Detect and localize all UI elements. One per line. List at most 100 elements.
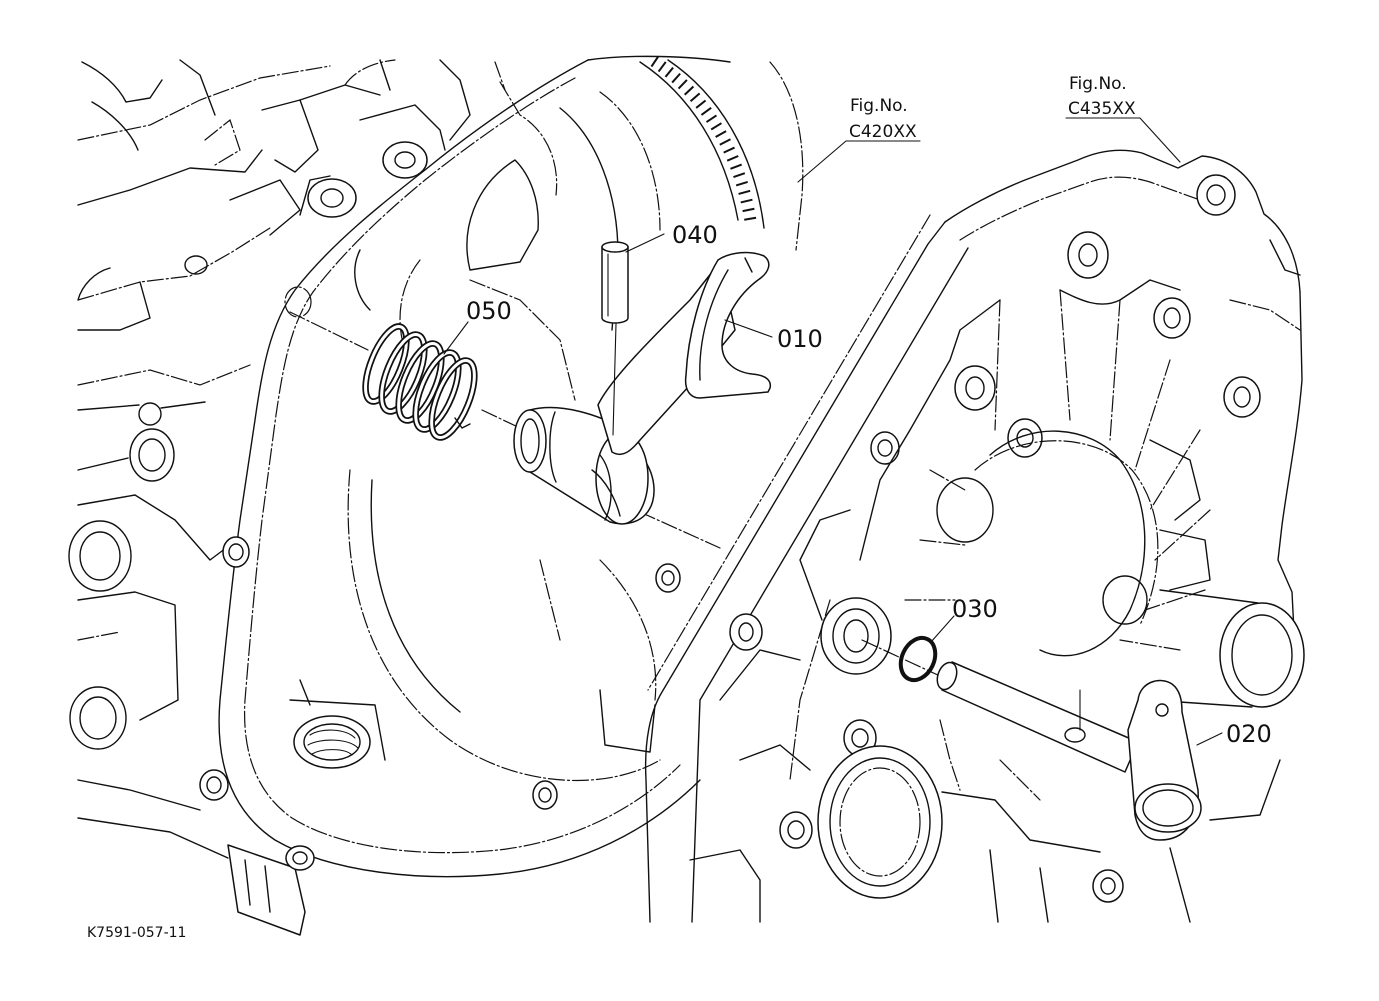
case-rib-line xyxy=(77,149,263,206)
flange-bolt-boss xyxy=(532,780,558,810)
threaded-port-threads xyxy=(307,729,359,756)
case-port-bore xyxy=(79,531,121,581)
web-rib-hidden xyxy=(904,289,1211,651)
case-hidden-line xyxy=(599,559,657,701)
spring-050 xyxy=(362,323,478,441)
right-case-bolt-hole xyxy=(877,439,893,457)
case-bolt-boss xyxy=(307,178,357,218)
shaft-end-face xyxy=(936,661,958,691)
case-rib-line xyxy=(77,457,129,471)
right-case-right-edge xyxy=(1277,291,1303,673)
right-case-bolt-boss xyxy=(1153,297,1191,339)
bell-interior-curve xyxy=(347,469,661,782)
flange-bolt-hole xyxy=(538,787,552,803)
ring-gear-outer-edge xyxy=(667,59,765,229)
inner-boss xyxy=(936,477,994,543)
right-case-bolt-hole xyxy=(787,820,805,840)
right-case-bolt-boss xyxy=(1223,376,1261,418)
callout-040[interactable]: 040 xyxy=(672,221,718,249)
right-case-bolt-hole xyxy=(1100,877,1116,895)
flange-bolt-boss xyxy=(222,536,250,568)
leader-030 xyxy=(930,615,955,643)
case-hidden-line xyxy=(344,59,396,86)
right-case-bolt-hole xyxy=(1233,386,1251,408)
case-small-block xyxy=(599,689,656,753)
case-hidden-line xyxy=(204,118,241,166)
reference-left-fig-label: Fig.No. xyxy=(850,96,908,116)
ring-gear-inner-edge xyxy=(639,61,739,221)
hub-groove xyxy=(549,411,557,483)
bell-top-edge xyxy=(587,55,731,63)
spring-coil-highlight xyxy=(430,359,476,439)
flange-bolt-boss xyxy=(655,563,681,593)
case-rib-line xyxy=(379,59,391,91)
leader-050 xyxy=(443,321,469,355)
left-boss-rib xyxy=(799,509,851,621)
case-rib-line xyxy=(299,175,331,216)
case-plug xyxy=(138,402,162,426)
hub-slot xyxy=(591,454,621,521)
bell-flange-inner xyxy=(243,77,681,854)
pin-body xyxy=(601,246,629,324)
right-case-bolt-boss xyxy=(1067,231,1109,279)
drawing-id: K7591-057-11 xyxy=(87,925,186,941)
callout-010[interactable]: 010 xyxy=(777,325,823,353)
case-rib-line xyxy=(359,104,446,151)
callout-labels: 040 050 010 030 020 Fig.No. C420XX Fig.N… xyxy=(87,74,1272,941)
shift-axis-centerline xyxy=(289,311,721,549)
case-rib-line xyxy=(77,494,231,561)
web-rib xyxy=(859,279,1211,591)
inner-boss xyxy=(1102,575,1148,625)
spring-coil-highlight xyxy=(364,324,408,404)
leader-c435xx xyxy=(1065,117,1181,163)
bottom-bearing-bore xyxy=(839,767,921,877)
bell-flange-outer xyxy=(218,59,701,878)
right-case-top-outline xyxy=(944,149,1301,293)
right-case-bolt-boss xyxy=(729,613,763,651)
lever-knob-face xyxy=(1142,789,1194,827)
right-case-rib-hidden xyxy=(1229,299,1301,331)
callout-030[interactable]: 030 xyxy=(952,595,998,623)
leader-010 xyxy=(724,319,773,338)
case-rib-line xyxy=(439,59,471,141)
case-rib-line xyxy=(261,99,319,173)
right-case-bolt-boss xyxy=(779,811,813,849)
exploded-parts xyxy=(289,241,1202,841)
right-transmission-case xyxy=(644,149,1305,923)
case-hidden-line xyxy=(77,227,271,301)
flange-bolt-hole xyxy=(228,543,244,561)
bell-outer-edge xyxy=(769,61,804,251)
callout-050[interactable]: 050 xyxy=(466,297,512,325)
flange-bolt-hole xyxy=(284,286,312,318)
shaft-keyway xyxy=(1064,727,1086,743)
case-arch xyxy=(466,159,539,271)
leader-040 xyxy=(625,233,665,253)
reference-right-fig-number[interactable]: C435XX xyxy=(1068,99,1136,119)
reference-left-fig-number[interactable]: C420XX xyxy=(849,122,917,142)
right-case-bolt-hole xyxy=(1078,243,1098,267)
case-port-ring xyxy=(68,520,132,592)
right-case-flange-hidden xyxy=(647,214,931,691)
leader-lines xyxy=(443,117,1223,746)
case-rib-line xyxy=(81,61,163,103)
flange-bolt-hole xyxy=(206,776,222,794)
right-case-bolt-boss xyxy=(1092,869,1124,903)
case-rib-line xyxy=(299,679,311,706)
case-rib-line xyxy=(77,817,229,859)
right-case-bolt-boss xyxy=(954,365,996,411)
case-port-ring xyxy=(129,428,175,482)
case-hidden-line xyxy=(469,279,576,401)
callout-020[interactable]: 020 xyxy=(1226,720,1272,748)
lever-hole xyxy=(1155,703,1169,717)
lever-knob xyxy=(1134,783,1202,833)
case-rib-line xyxy=(77,779,201,811)
shift-fork-hub xyxy=(513,406,655,525)
shaft-bore-boss xyxy=(820,597,892,675)
case-rib-line xyxy=(77,281,151,331)
hub-end-face xyxy=(513,409,547,473)
shift-shaft-020 xyxy=(861,639,1202,841)
spring-coil-highlight xyxy=(397,342,443,422)
case-bottom-boss xyxy=(227,844,306,936)
